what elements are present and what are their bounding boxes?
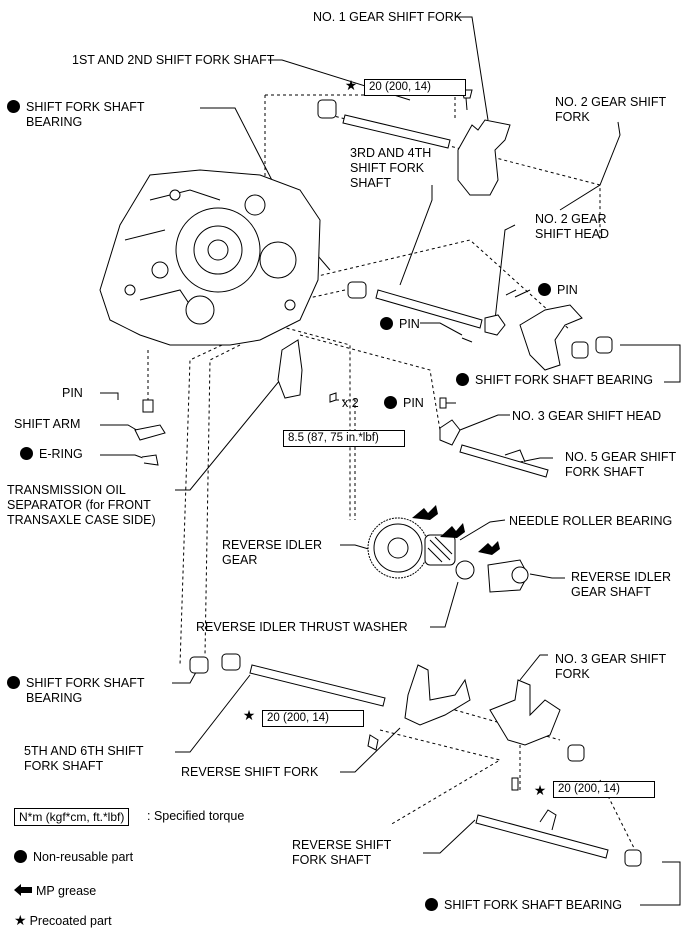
reverse-idler-thrust-washer [455,560,475,580]
label-pin-left: PIN [62,386,83,400]
legend-torque-text: : Specified torque [147,809,245,823]
legend-non-reusable: Non-reusable part [14,850,133,864]
non-reusable-dot-icon [380,317,393,330]
label-shift-fork-shaft-bearing-bottom: SHIFT FORK SHAFT BEARING [425,898,622,913]
precoated-star-icon: ★ [533,782,547,798]
label-pin-center: PIN [384,396,424,411]
label-e-ring: E-RING [20,447,83,462]
non-reusable-dot-icon [7,100,20,113]
non-reusable-dot-icon [456,373,469,386]
no3-gear-shift-fork [489,679,585,791]
needle-roller-bearing [424,534,456,566]
torque-box-top: 20 (200, 14) [364,79,466,96]
legend-torque-box: N*m (kgf*cm, ft.*lbf) [14,808,130,826]
transaxle-case [99,169,321,346]
label-x2: x 2 [342,396,359,410]
label-shift-fork-shaft-bearing-right: SHIFT FORK SHAFT BEARING [456,373,653,388]
non-reusable-dot-icon [425,898,438,911]
label-needle-roller-bearing: NEEDLE ROLLER BEARING [509,514,673,528]
precoated-star-icon: ★ [14,912,27,928]
label-shift-fork-shaft-bearing-top: SHIFT FORK SHAFT BEARING [7,100,145,130]
reverse-shift-fork [367,664,471,751]
label-no3-gear-shift-head: NO. 3 GEAR SHIFT HEAD [512,409,662,423]
precoated-star-icon: ★ [242,707,256,723]
torque-box-mid: 8.5 (87, 75 in.*lbf) [283,430,405,447]
non-reusable-dot-icon [384,396,397,409]
shift-fork-shaft-3rd-4th [347,281,506,336]
label-3rd-4th-shift-fork-shaft: 3RD AND 4TH SHIFT FORK SHAFT [350,146,432,190]
torque-box-lower-left: 20 (200, 14) [262,710,364,727]
reverse-idler-gear-shaft [487,559,529,593]
shift-fork-shaft-1st-2nd [317,99,451,149]
precoated-star-icon: ★ [344,77,358,93]
no2-gear-shift-fork [461,289,613,371]
no1-gear-shift-fork [457,89,511,196]
mp-grease-arrow-icon [14,884,32,896]
non-reusable-dot-icon [538,283,551,296]
reverse-idler-gear [367,517,429,579]
shift-fork-shaft-5th-6th [189,653,386,707]
label-transmission-oil-separator: TRANSMISSION OIL SEPARATOR (for FRONT TR… [7,483,156,527]
shift-arm-assembly [134,399,166,466]
label-1st-2nd-shift-fork-shaft: 1ST AND 2ND SHIFT FORK SHAFT [72,53,275,67]
transmission-oil-separator [277,339,337,403]
non-reusable-dot-icon [14,850,27,863]
label-reverse-idler-thrust-washer: REVERSE IDLER THRUST WASHER [196,620,408,634]
legend-mp-grease: MP grease [14,884,96,898]
label-shift-arm: SHIFT ARM [14,417,81,431]
label-pin-right: PIN [538,283,578,298]
reverse-shift-fork-shaft [475,809,642,867]
mp-grease-arrows [412,505,500,555]
legend-precoated: ★Precoated part [14,912,112,928]
torque-box-lower-right: 20 (200, 14) [553,781,655,798]
label-pin-mid: PIN [380,317,420,332]
non-reusable-dot-icon [20,447,33,460]
label-shift-fork-shaft-bearing-left: SHIFT FORK SHAFT BEARING [7,676,145,706]
label-no1-gear-shift-fork: NO. 1 GEAR SHIFT FORK [313,10,463,24]
non-reusable-dot-icon [7,676,20,689]
no5-gear-shift-fork-shaft [439,397,549,478]
label-reverse-shift-fork: REVERSE SHIFT FORK [181,765,319,779]
